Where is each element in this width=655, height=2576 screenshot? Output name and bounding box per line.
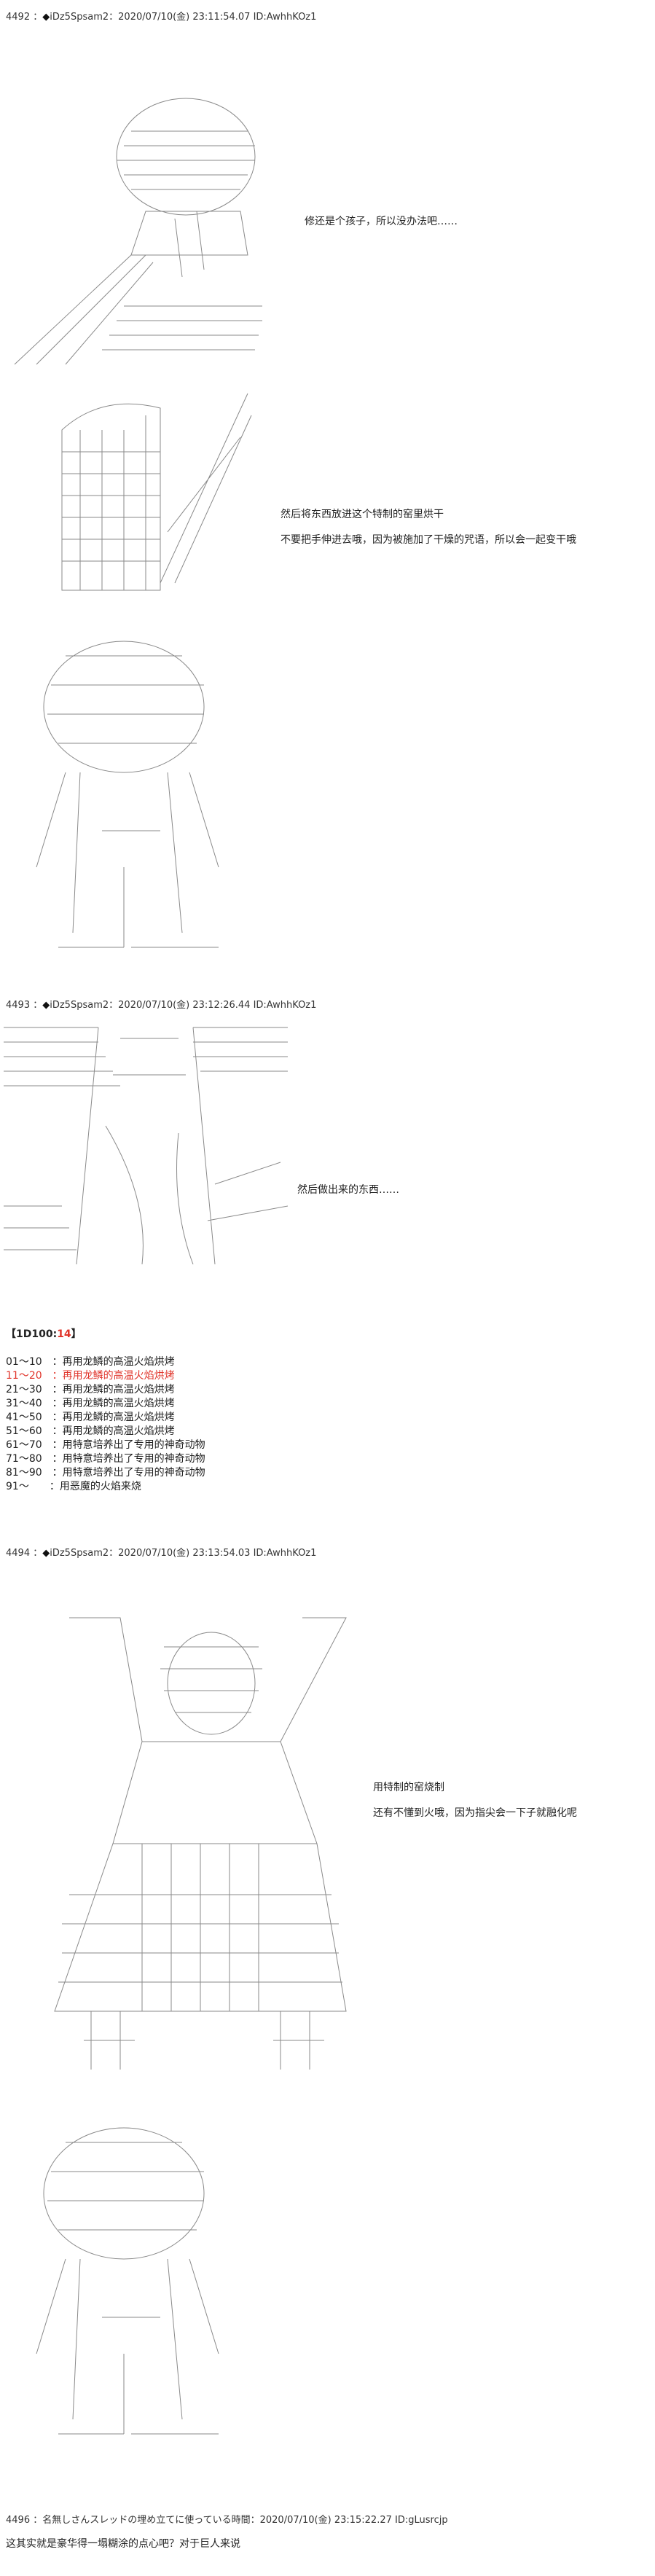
ascii-art-character-small-2	[22, 2113, 240, 2448]
roll-entry: 51〜60 ：再用龙鳞的高温火焰烘烤	[6, 1425, 175, 1437]
roll-entry: 91〜 ：用恶魔的火焰来烧	[6, 1481, 141, 1492]
trip-code: iDz5Spsam2	[50, 1548, 109, 1559]
user-id: ID:AwhhKOz1	[253, 1000, 317, 1011]
roll-entry-highlighted: 11〜20 ：再用龙鳞的高温火焰烘烤	[6, 1370, 175, 1382]
ascii-art-kiln-interior	[4, 1017, 295, 1279]
trip-code: iDz5Spsam2	[50, 1000, 109, 1011]
post-datetime: 2020/07/10(金) 23:11:54.07	[118, 12, 251, 23]
post-line: 还有不懂到火哦，因为指尖会一下子就融化呢	[373, 1807, 577, 1819]
post-line: 修还是个孩子，所以没办法吧……	[305, 216, 458, 227]
trip-marker: ◆	[42, 1548, 50, 1559]
post-line: 用特制的窑烧制	[373, 1782, 444, 1793]
post-line: 这其实就是豪华得一塌糊涂的点心吧？对于巨人来说	[6, 2538, 240, 2550]
post-line: 然后做出来的东西……	[297, 1184, 399, 1196]
roll-entry: 41〜50 ：再用龙鳞的高温火焰烘烤	[6, 1412, 175, 1423]
trip-marker: ◆	[42, 1000, 50, 1011]
post-header: 4492 ：◆iDz5Spsam2：2020/07/10(金) 23:11:54…	[6, 12, 317, 23]
post-number[interactable]: 4492	[6, 12, 31, 23]
user-id: ID:AwhhKOz1	[253, 1548, 317, 1559]
post-number[interactable]: 4493	[6, 1000, 31, 1011]
ascii-art-character-small	[22, 627, 240, 962]
dice-roll-result: 14	[57, 1328, 71, 1340]
post-datetime: 2020/07/10(金) 23:13:54.03	[118, 1548, 251, 1559]
roll-entry: 01〜10 ：再用龙鳞的高温火焰烘烤	[6, 1356, 175, 1368]
roll-entry: 71〜80 ：用特意培养出了专用的神奇动物	[6, 1453, 205, 1465]
ascii-art-figure-hooded	[7, 87, 270, 379]
ascii-art-kiln	[58, 386, 255, 598]
roll-entry: 81〜90 ：用特意培养出了专用的神奇动物	[6, 1467, 205, 1479]
post-header: 4494 ：◆iDz5Spsam2：2020/07/10(金) 23:13:54…	[6, 1548, 317, 1559]
roll-entry: 61〜70 ：用特意培养出了专用的神奇动物	[6, 1439, 205, 1451]
roll-entry: 21〜30 ：再用龙鳞的高温火焰烘烤	[6, 1384, 175, 1395]
roll-entry: 31〜40 ：再用龙鳞的高温火焰烘烤	[6, 1398, 175, 1409]
dice-roll-title: 【1D100:14】	[6, 1328, 82, 1340]
post-datetime: 2020/07/10(金) 23:15:22.27	[259, 2515, 392, 2526]
trip-code: iDz5Spsam2	[50, 12, 109, 23]
ascii-art-giant-arms-raised	[40, 1603, 361, 2077]
post-line: 不要把手伸进去哦，因为被施加了干燥的咒语，所以会一起变干哦	[281, 534, 576, 546]
post-number[interactable]: 4494	[6, 1548, 31, 1559]
post-line: 然后将东西放进这个特制的窑里烘干	[281, 509, 444, 520]
post-datetime: 2020/07/10(金) 23:12:26.44	[118, 1000, 251, 1011]
trip-marker: ◆	[42, 12, 50, 23]
user-id: ID:AwhhKOz1	[253, 12, 317, 23]
user-id: ID:gLusrcjp	[395, 2515, 448, 2526]
post-header: 4493 ：◆iDz5Spsam2：2020/07/10(金) 23:12:26…	[6, 1000, 317, 1011]
post-name: 名無しさんスレッドの埋め立てに使っている時間	[42, 2515, 251, 2526]
post-header: 4496 ：名無しさんスレッドの埋め立てに使っている時間：2020/07/10(…	[6, 2515, 448, 2526]
post-number[interactable]: 4496	[6, 2515, 31, 2526]
